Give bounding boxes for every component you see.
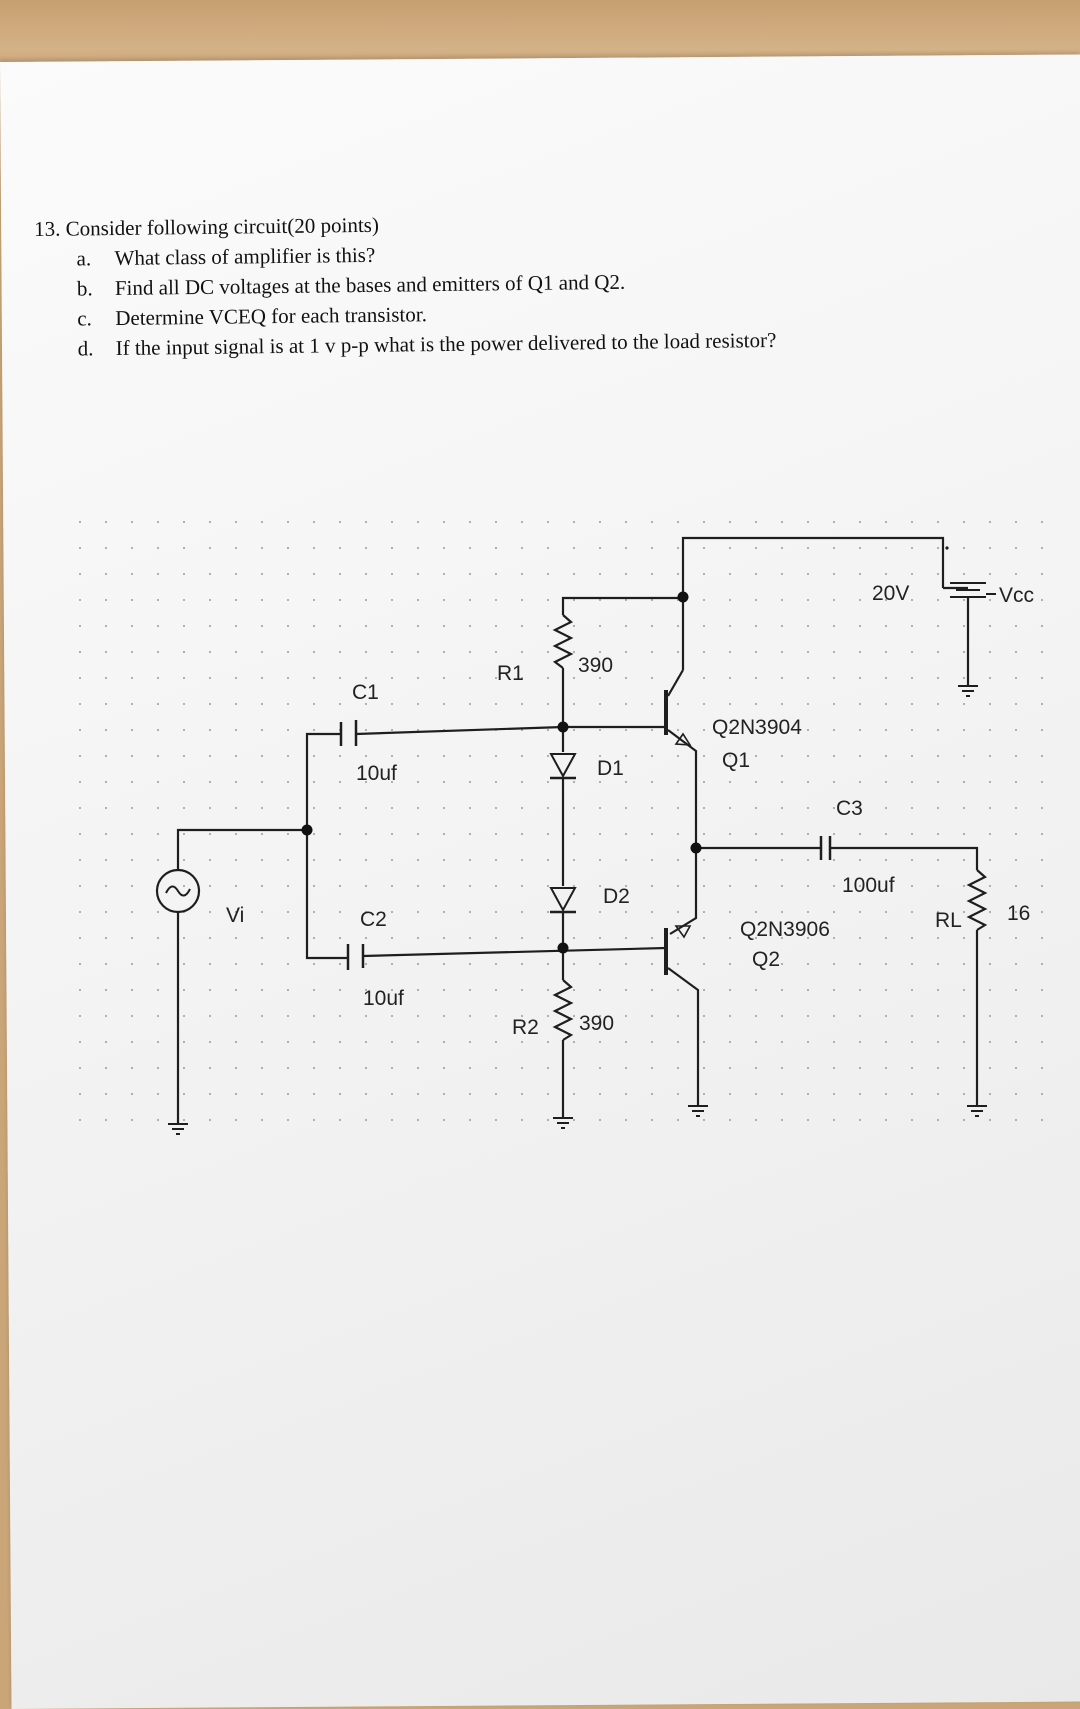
rl-value-label: 16 — [1007, 902, 1030, 925]
q2-name-label: Q2 — [752, 948, 780, 971]
battery-symbol — [941, 546, 996, 612]
d2-name-label: D2 — [603, 885, 630, 908]
dot-grid — [70, 500, 1060, 1140]
rl-resistor-symbol — [966, 869, 988, 931]
d1-diode-symbol — [549, 753, 577, 780]
r1-name-label: R1 — [497, 662, 524, 685]
r2-value-label: 390 — [579, 1012, 614, 1035]
c2-value-label: 10uf — [363, 987, 404, 1010]
q2-emitter-arrow — [674, 925, 692, 939]
q1-part-label: Q2N3904 — [712, 716, 802, 739]
r1-value-label: 390 — [578, 654, 613, 677]
q1-name-label: Q1 — [722, 749, 750, 772]
c3-capacitor-symbol — [819, 836, 832, 860]
q2-part-label: Q2N3906 — [740, 918, 830, 941]
d2-diode-symbol — [549, 887, 577, 914]
c1-value-label: 10uf — [356, 762, 397, 785]
q1-emitter-arrow — [674, 732, 692, 746]
source-name-label: Vi — [226, 904, 244, 927]
junction-dots — [301, 591, 702, 954]
c3-name-label: C3 — [836, 797, 863, 820]
c2-capacitor-symbol — [346, 944, 365, 970]
c1-capacitor-symbol — [339, 720, 358, 746]
supply-name-label: Vcc — [999, 584, 1034, 607]
c1-name-label: C1 — [352, 681, 379, 704]
c3-value-label: 100uf — [842, 874, 895, 897]
supply-value-label: 20V — [872, 582, 909, 605]
d1-name-label: D1 — [597, 757, 624, 780]
r1-resistor-symbol — [552, 614, 574, 669]
wires — [176, 536, 979, 1118]
c2-name-label: C2 — [360, 908, 387, 931]
ac-source-symbol — [155, 868, 201, 914]
r2-name-label: R2 — [512, 1016, 539, 1039]
rl-name-label: RL — [935, 909, 962, 932]
r2-resistor-symbol — [552, 979, 574, 1041]
